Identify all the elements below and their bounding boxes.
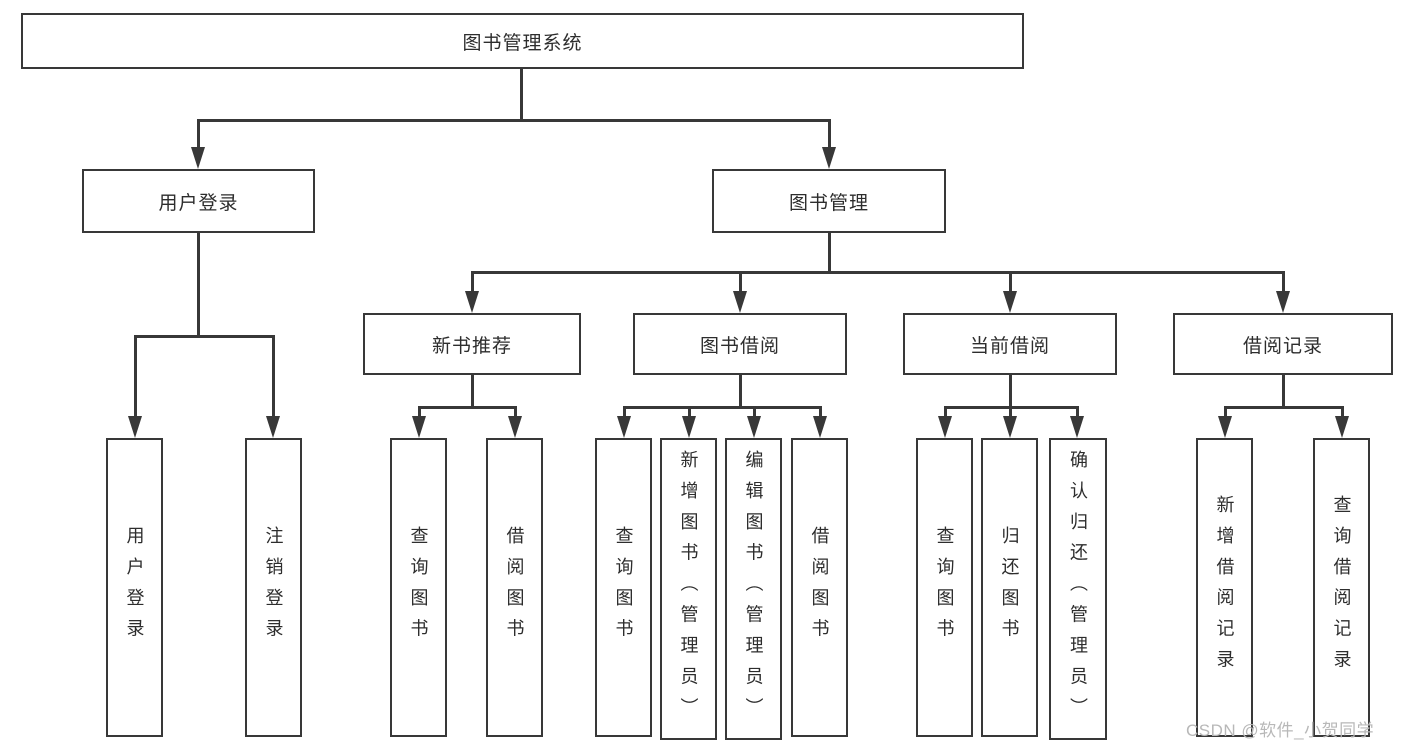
node-borrowing-records: 借阅记录 [1173, 313, 1393, 375]
arrowhead-cb-return [1002, 416, 1017, 438]
connector-shaft-borrow-records [1282, 271, 1285, 293]
node-library-system: 图书管理系统 [21, 13, 1024, 69]
connector-shaft-nbr-query [418, 406, 421, 418]
arrowhead-nbr-borrow [507, 416, 522, 438]
leaf-nbr-borrow-books: 借阅图书 [486, 438, 543, 737]
connector-root-branch [197, 119, 831, 122]
arrowhead-user-login [190, 147, 205, 169]
connector-borrowrecords-stem [1282, 374, 1285, 408]
arrowhead-bb-query [616, 416, 631, 438]
connector-shaft-book-management [828, 119, 831, 149]
connector-root-stem [520, 68, 523, 121]
connector-bookmgmt-stem [828, 232, 831, 273]
connector-shaft-bb-add [688, 406, 691, 418]
leaf-bb-query-books: 查询图书 [595, 438, 652, 737]
node-book-borrowing: 图书借阅 [633, 313, 847, 375]
connector-bookborrow-stem [739, 374, 742, 408]
connector-userlogin-stem [197, 232, 200, 337]
node-user-login: 用户登录 [82, 169, 315, 233]
connector-shaft-cb-query [944, 406, 947, 418]
arrowhead-book-management [821, 147, 836, 169]
arrowhead-book-borrow [732, 291, 747, 313]
connector-shaft-user-login [197, 119, 200, 149]
connector-currentborrow-stem [1009, 374, 1012, 408]
connector-shaft-leaf-logout [272, 335, 275, 418]
leaf-bb-add-books-admin: 新增图书（管理员） [660, 438, 717, 740]
connector-shaft-br-query [1341, 406, 1344, 418]
arrowhead-br-add [1217, 416, 1232, 438]
connector-shaft-cb-confirm [1076, 406, 1079, 418]
arrowhead-bb-add [681, 416, 696, 438]
leaf-br-add-record: 新增借阅记录 [1196, 438, 1253, 737]
connector-borrowrecords-branch [1224, 406, 1343, 409]
leaf-cb-query-books: 查询图书 [916, 438, 973, 737]
leaf-bb-borrow-books: 借阅图书 [791, 438, 848, 737]
connector-bookmgmt-branch [471, 271, 1284, 274]
node-book-management: 图书管理 [712, 169, 946, 233]
leaf-cb-return-books: 归还图书 [981, 438, 1038, 737]
leaf-user-login: 用户登录 [106, 438, 163, 737]
connector-shaft-current-borrow [1009, 271, 1012, 293]
watermark-text: CSDN @软件_小贺同学 [1186, 721, 1375, 740]
connector-shaft-leaf-login [134, 335, 137, 418]
connector-shaft-bb-borrow [819, 406, 822, 418]
arrowhead-leaf-login [127, 416, 142, 438]
arrowhead-borrow-records [1275, 291, 1290, 313]
connector-bookborrow-branch [623, 406, 821, 409]
node-new-book-recommend: 新书推荐 [363, 313, 581, 375]
leaf-bb-edit-books-admin: 编辑图书（管理员） [725, 438, 782, 740]
connector-shaft-bb-edit [753, 406, 756, 418]
arrowhead-bb-edit [746, 416, 761, 438]
arrowhead-cb-query [937, 416, 952, 438]
leaf-logout: 注销登录 [245, 438, 302, 737]
leaf-cb-confirm-return-admin: 确认归还（管理员） [1049, 438, 1107, 740]
connector-shaft-br-add [1224, 406, 1227, 418]
connector-newbook-branch [418, 406, 517, 409]
connector-shaft-new-book [471, 271, 474, 293]
leaf-br-query-record: 查询借阅记录 [1313, 438, 1370, 737]
connector-currentborrow-branch [944, 406, 1079, 409]
arrowhead-cb-confirm [1069, 416, 1084, 438]
connector-newbook-stem [471, 374, 474, 408]
connector-shaft-nbr-borrow [514, 406, 517, 418]
arrowhead-bb-borrow [812, 416, 827, 438]
leaf-nbr-query-books: 查询图书 [390, 438, 447, 737]
node-current-borrowing: 当前借阅 [903, 313, 1117, 375]
arrowhead-leaf-logout [265, 416, 280, 438]
connector-shaft-cb-return [1009, 406, 1012, 418]
connector-userlogin-branch [134, 335, 274, 338]
connector-shaft-bb-query [623, 406, 626, 418]
arrowhead-br-query [1334, 416, 1349, 438]
arrowhead-new-book [464, 291, 479, 313]
connector-shaft-book-borrow [739, 271, 742, 293]
arrowhead-nbr-query [411, 416, 426, 438]
arrowhead-current-borrow [1002, 291, 1017, 313]
